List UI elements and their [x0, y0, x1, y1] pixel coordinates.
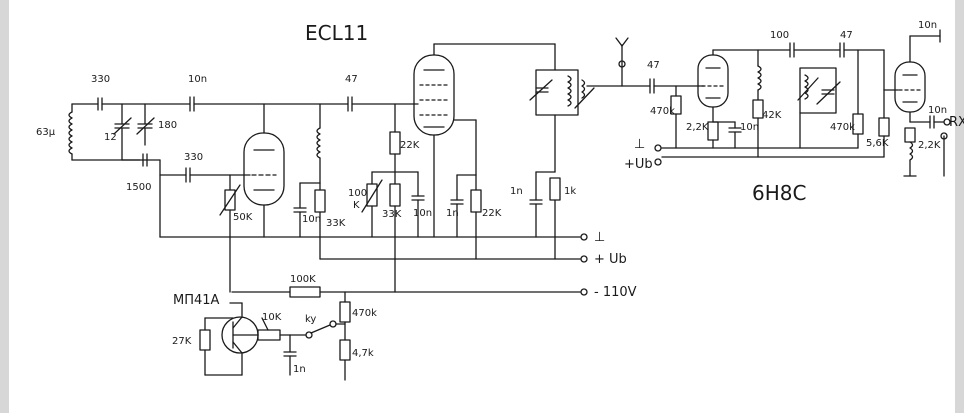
resistor-2k2-a — [707, 121, 719, 149]
label-22k-grid: 22K — [400, 140, 420, 151]
label-5k6: 5,6K — [866, 138, 889, 149]
capacitor-10n-a — [728, 121, 742, 149]
resistor-27k — [199, 317, 211, 376]
label-10n-a: 10n — [740, 122, 759, 133]
label-key: ky — [305, 314, 316, 325]
rail-minus-110v — [231, 288, 588, 296]
terminal-ground-right: ⊥ — [634, 137, 645, 152]
capacitor-trim-180 — [136, 103, 155, 146]
label-470k-bias: 470k — [352, 308, 377, 319]
label-10k: 10K — [262, 312, 282, 323]
label-180: 180 — [158, 120, 177, 131]
terminal-ground: ⊥ — [594, 230, 605, 245]
resistor-4k7-bias — [339, 339, 351, 381]
terminal-ub: + Ub — [594, 252, 627, 267]
capacitor-10n-rx — [909, 115, 951, 129]
tube-triode-ecl11 — [243, 103, 285, 238]
label-22k-mid: 22K — [482, 208, 502, 219]
label-10n-b: 10n — [918, 20, 937, 31]
label-100k-line: 100K — [290, 274, 316, 285]
inductor-6h8c-a — [757, 49, 762, 101]
label-10n-left: 10n — [302, 214, 321, 225]
label-470k-b: 470k — [830, 122, 855, 133]
tube-6h8c-a — [697, 49, 729, 123]
title-6h8c: 6H8C — [752, 181, 806, 205]
potentiometer-100k — [361, 171, 383, 238]
title-ecl11: ECL11 — [305, 21, 368, 45]
tube-6h8c-b — [894, 35, 926, 123]
label-50k: 50K — [233, 212, 253, 223]
capacitor-1n-bottom — [283, 334, 297, 376]
label-42k: 42K — [762, 110, 782, 121]
resistor-470k-b — [852, 49, 864, 149]
terminal-ub-right: +Ub — [624, 157, 653, 172]
label-63mu: 63μ — [36, 127, 56, 138]
label-100k-pot-k: K — [353, 200, 360, 211]
label-2k2-rx: 2,2K — [918, 140, 941, 151]
potentiometer-50k — [219, 174, 241, 293]
antenna-icon — [615, 37, 629, 87]
tank-6h8c — [797, 67, 841, 149]
terminal-rx: RX — [949, 115, 964, 130]
label-1n-mid: 1n — [446, 208, 459, 219]
label-10n-cathode: 10n — [413, 208, 432, 219]
capacitor-1n-right — [529, 171, 543, 238]
resistor-42k — [752, 99, 764, 158]
label-47-b: 47 — [840, 30, 853, 41]
label-100k-pot: 100 — [348, 188, 367, 199]
resistor-470k-bias — [339, 291, 351, 341]
resistor-1k — [549, 177, 561, 260]
tube-pentode-ecl11 — [413, 43, 455, 238]
resistor-100k-line — [289, 286, 321, 298]
label-4k7-bias: 4,7k — [352, 348, 374, 359]
capacitor-trim-12 — [113, 103, 132, 161]
label-1500: 1500 — [126, 182, 151, 193]
label-10n-top: 10n — [188, 74, 207, 85]
capacitor-10n-cathode — [411, 171, 425, 238]
rail-ground — [159, 233, 588, 241]
label-100: 100 — [770, 30, 789, 41]
title-mp41a: MП41A — [173, 293, 220, 308]
terminal-ground-right-dot — [654, 144, 662, 152]
resistor-33k-right — [389, 171, 401, 293]
label-47-ecl: 47 — [345, 74, 358, 85]
inductor-plate — [316, 103, 321, 184]
resistor-5k6 — [878, 89, 890, 158]
label-33k-right: 33K — [382, 209, 402, 220]
resistor-22k-mid — [470, 174, 482, 260]
capacitor-1500 — [121, 153, 148, 167]
terminal-ub-right-dot — [654, 158, 662, 166]
label-12: 12 — [104, 132, 117, 143]
scan-edge-right — [955, 0, 964, 413]
label-330-mid: 330 — [184, 152, 203, 163]
terminal-rx-ground — [940, 132, 948, 140]
resistor-33k-left — [314, 182, 326, 260]
label-10n-rx: 10n — [928, 105, 947, 116]
label-330-top: 330 — [91, 74, 110, 85]
terminal-minus-110v: - 110V — [594, 285, 637, 300]
label-1k: 1k — [564, 186, 576, 197]
resistor-22k-grid — [389, 103, 401, 173]
inductor-63mu — [68, 103, 73, 161]
label-47-out: 47 — [647, 60, 660, 71]
resistor-10k — [257, 317, 291, 341]
label-2k2-a: 2,2K — [686, 122, 709, 133]
key-switch — [289, 320, 346, 339]
label-470k-a: 470k — [650, 106, 675, 117]
rail-ub — [319, 255, 588, 263]
resistor-2k2-rx — [903, 127, 917, 177]
output-tank — [529, 69, 595, 173]
label-27k: 27K — [172, 336, 192, 347]
capacitor-1n-mid — [450, 174, 464, 238]
transistor-mp41a — [221, 302, 259, 376]
resistor-470k-a — [670, 85, 682, 149]
label-1n-bottom: 1n — [293, 364, 306, 375]
capacitor-10n-left — [293, 182, 307, 238]
scan-edge-left — [0, 0, 9, 413]
label-33k-left: 33K — [326, 218, 346, 229]
label-1n-right: 1n — [510, 186, 523, 197]
